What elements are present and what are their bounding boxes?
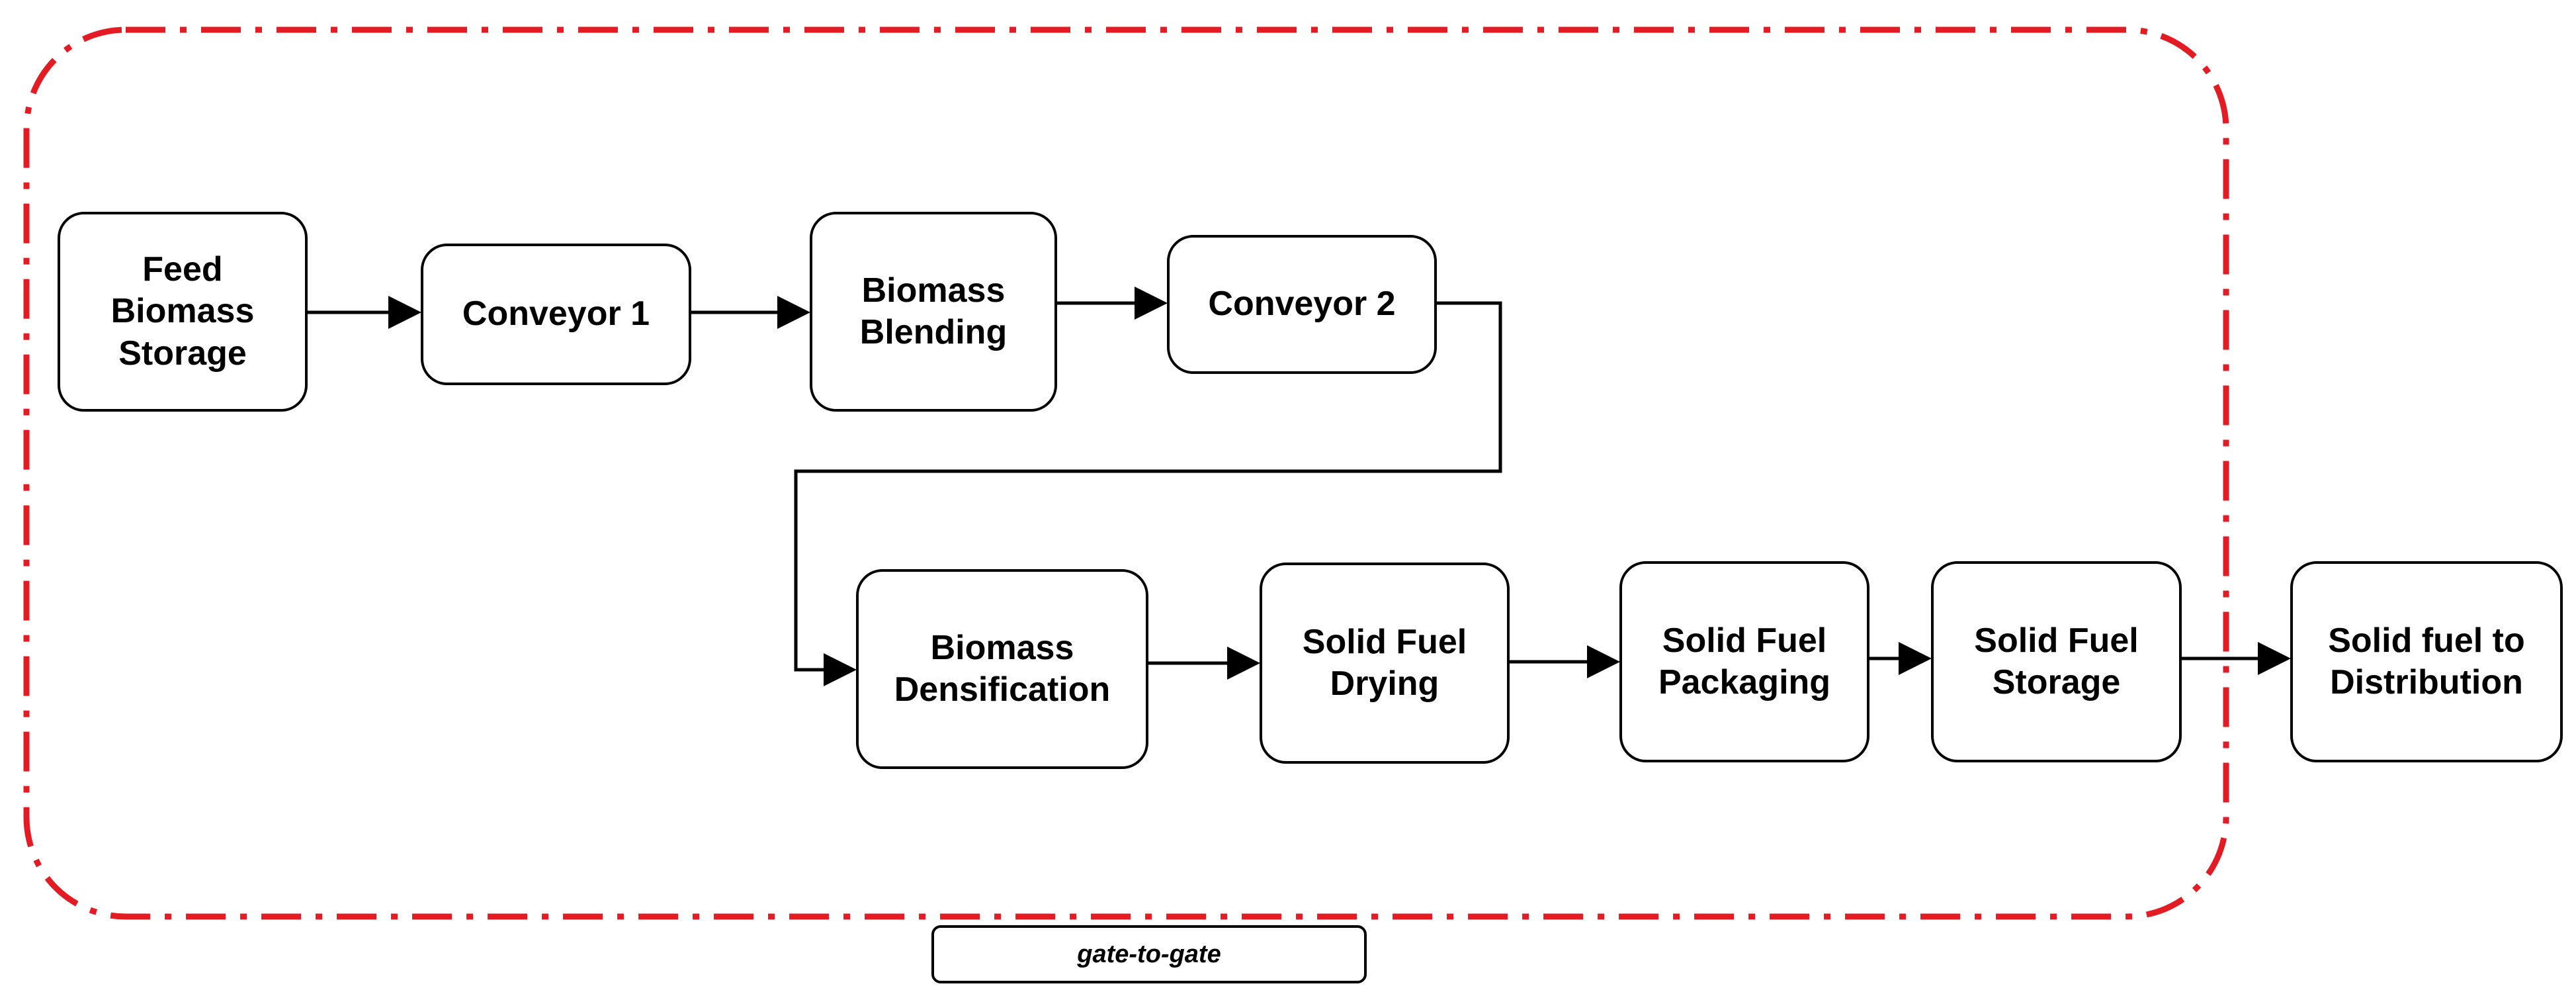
- node-conveyor-2: Conveyor 2: [1167, 235, 1437, 374]
- node-label: Solid Fuel Packaging: [1658, 621, 1831, 702]
- node-label: Biomass Densification: [894, 628, 1111, 709]
- node-label: Conveyor 1: [462, 294, 650, 334]
- node-conveyor-1: Conveyor 1: [421, 244, 691, 385]
- gate-to-gate-caption: gate-to-gate: [931, 925, 1367, 983]
- node-label: Solid Fuel Storage: [1974, 621, 2139, 702]
- node-label: Conveyor 2: [1208, 285, 1396, 324]
- node-solid-fuel-to-distribution: Solid fuel to Distribution: [2290, 561, 2563, 762]
- gate-to-gate-boundary: [23, 26, 2229, 920]
- node-label: Feed Biomass Storage: [110, 249, 255, 373]
- node-solid-fuel-drying: Solid Fuel Drying: [1260, 563, 1510, 764]
- edge-conveyor-2-to-densification: [794, 301, 1502, 686]
- caption-label: gate-to-gate: [1077, 940, 1221, 968]
- node-solid-fuel-storage: Solid Fuel Storage: [1931, 561, 2182, 762]
- node-biomass-blending: Biomass Blending: [810, 212, 1057, 412]
- node-label: Solid fuel to Distribution: [2328, 621, 2525, 702]
- node-label: Solid Fuel Drying: [1302, 622, 1467, 703]
- node-label: Biomass Blending: [859, 271, 1008, 351]
- node-feed-biomass-storage: Feed Biomass Storage: [58, 212, 308, 412]
- node-biomass-densification: Biomass Densification: [856, 569, 1148, 769]
- node-solid-fuel-packaging: Solid Fuel Packaging: [1619, 561, 1869, 762]
